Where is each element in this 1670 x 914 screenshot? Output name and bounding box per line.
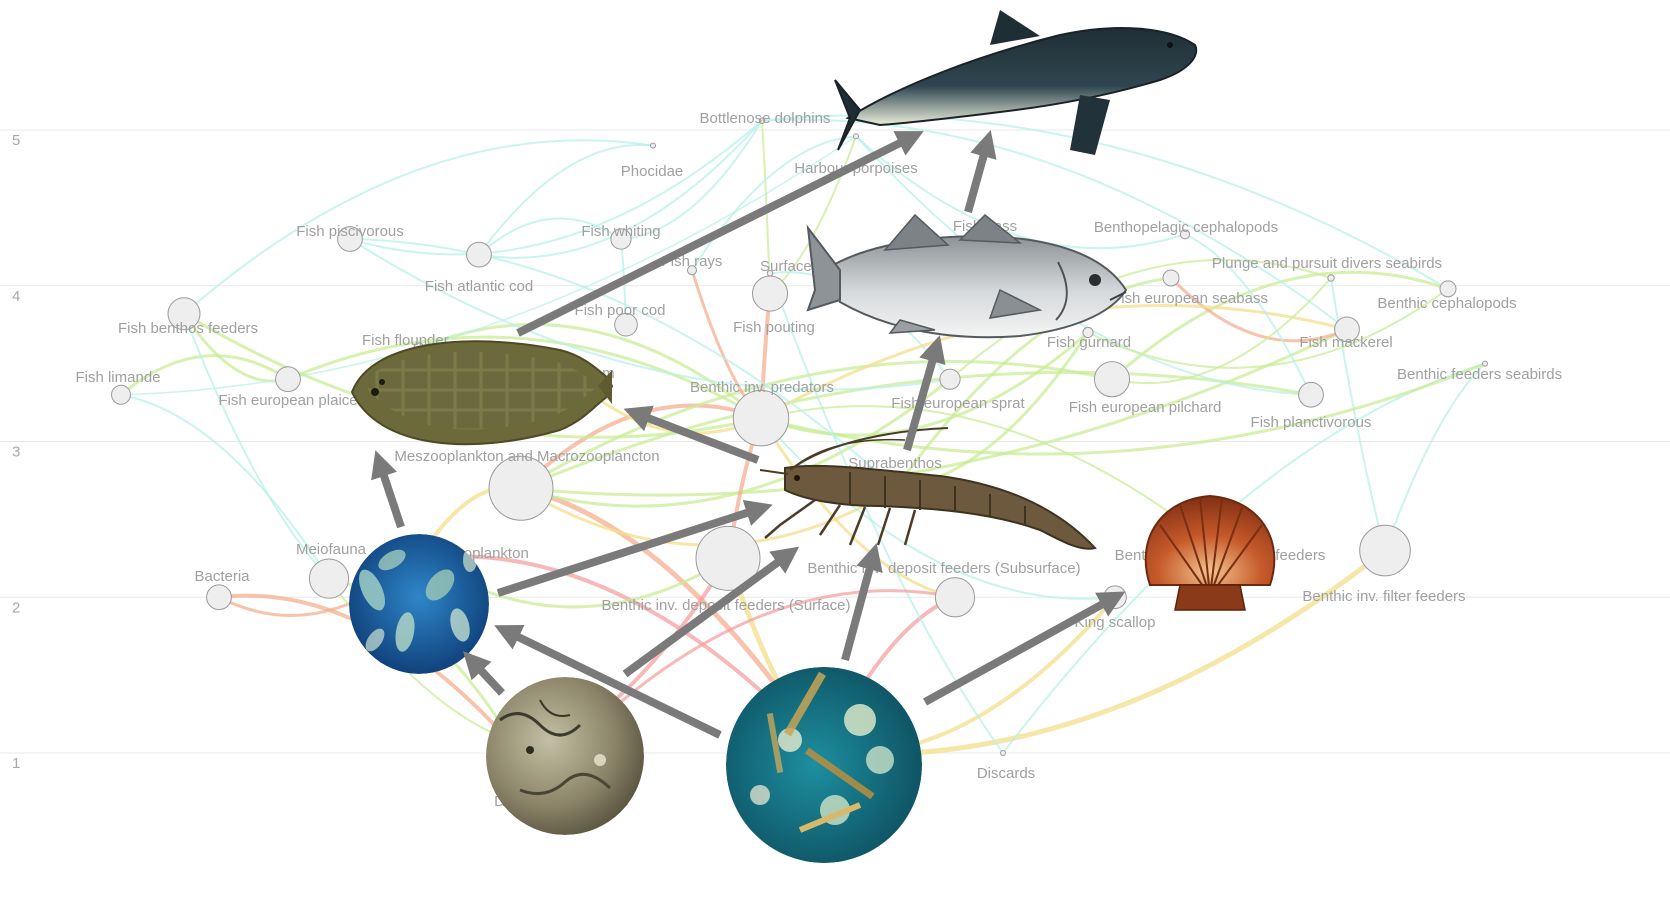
node-deposit-surf[interactable]: [935, 578, 974, 617]
node-meiofauna[interactable]: [309, 559, 348, 598]
node-label: Meszooplankton and Macrozooplancton: [394, 448, 659, 465]
node-label: Fish whiting: [581, 223, 660, 240]
y-axis: 1 2 3 4 5: [12, 132, 20, 772]
dolphin-illustration: [835, 10, 1196, 155]
arrow-seabass-to-dolphin: [968, 147, 986, 212]
trophic-link: [1385, 364, 1485, 551]
y-tick-label: 5: [12, 132, 20, 149]
phytoplankton-photo: [726, 667, 922, 863]
y-tick-label: 2: [12, 599, 20, 616]
node-label: Bacteria: [194, 568, 250, 585]
node-label: Meiofauna: [296, 541, 367, 558]
seabass-illustration: [808, 215, 1126, 337]
node-label: Fish benthos feeders: [118, 320, 258, 337]
node-label: Plunge and pursuit divers seabirds: [1212, 255, 1442, 272]
node-label: Phocidae: [621, 163, 684, 180]
zooplankton-photo: [349, 534, 489, 674]
node-label: Fish european pilchard: [1069, 399, 1222, 416]
node-label: Discards: [977, 765, 1035, 782]
flatfish-illustration: [352, 341, 612, 444]
node-euro-seabass[interactable]: [1163, 270, 1179, 286]
microphytobenthos-photo: [486, 677, 644, 835]
node-label: Benthic inv. filter feeders: [1302, 588, 1465, 605]
node-label: Fish european sprat: [891, 395, 1025, 412]
node-cod[interactable]: [467, 242, 492, 267]
node-label: Fish atlantic cod: [425, 278, 533, 295]
node-label: Benthic inv. predators: [690, 379, 834, 396]
y-tick-label: 4: [12, 288, 20, 305]
node-pilchard[interactable]: [1094, 362, 1129, 397]
scallop-illustration: [1146, 496, 1275, 610]
node-label: Fish poor cod: [575, 302, 666, 319]
arrow-microphyto-to-zooplankton: [475, 664, 502, 693]
trophic-links: [121, 115, 1485, 754]
node-limande[interactable]: [112, 385, 131, 404]
gridlines: [0, 130, 1670, 753]
node-label: Bottlenose dolphins: [700, 110, 831, 127]
node-sprat[interactable]: [940, 369, 960, 389]
node-label: Benthic feeders seabirds: [1397, 366, 1562, 383]
node-label: Fish piscivorous: [296, 223, 404, 240]
node-label: Benthic inv. deposit feeders (Subsurface…: [807, 560, 1080, 577]
node-label: Fish mackerel: [1299, 334, 1392, 351]
node-label: Fish european plaice: [218, 392, 357, 409]
node-label: Fish gurnard: [1047, 334, 1131, 351]
node-label: Fish planctivorous: [1251, 414, 1372, 431]
node-plunge[interactable]: [1328, 275, 1334, 281]
node-label: Benthopelagic cephalopods: [1094, 219, 1278, 236]
arrow-zooplankton-to-flatfish: [381, 467, 401, 527]
node-label: Benthic cephalopods: [1377, 295, 1516, 312]
node-discards[interactable]: [1001, 751, 1006, 756]
node-label: Fish pouting: [733, 319, 815, 336]
node-bacteria[interactable]: [207, 585, 232, 610]
node-meso[interactable]: [489, 456, 553, 520]
node-planctivorous[interactable]: [1299, 382, 1324, 407]
y-tick-label: 3: [12, 444, 20, 461]
node-phocidae[interactable]: [651, 143, 656, 148]
node-pouting[interactable]: [752, 276, 787, 311]
y-tick-label: 1: [12, 755, 20, 772]
node-filter[interactable]: [1360, 525, 1411, 576]
node-label: Fish european seabass: [1112, 290, 1268, 307]
node-benthic-pred[interactable]: [733, 390, 788, 445]
node-porpoise[interactable]: [854, 134, 859, 139]
node-label: Fish limande: [75, 369, 160, 386]
node-plaice[interactable]: [276, 367, 301, 392]
